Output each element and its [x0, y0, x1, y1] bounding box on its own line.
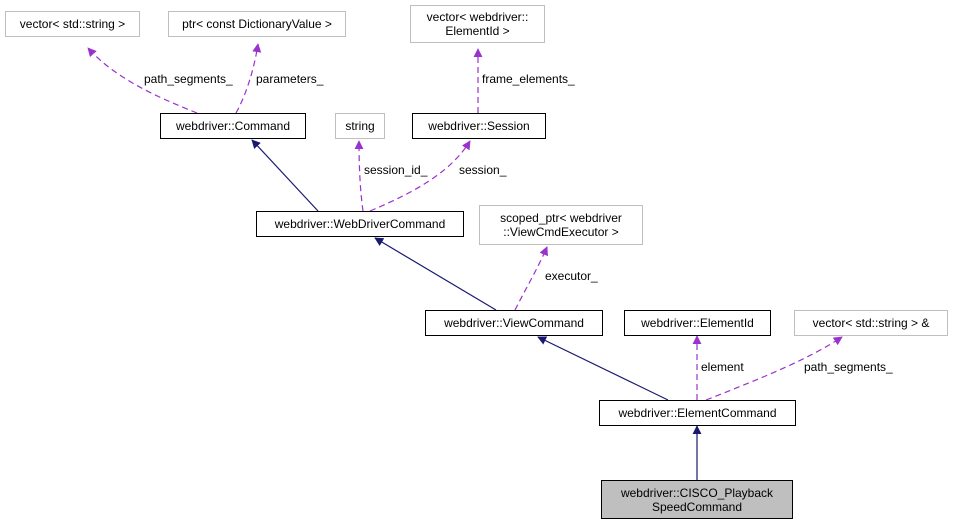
- node-elementid[interactable]: webdriver::ElementId: [624, 310, 771, 336]
- edge-path-segments-to-elementcommand: [705, 336, 843, 401]
- node-ptr-dictionary-value: ptr< const DictionaryValue >: [168, 11, 346, 37]
- edge-label-session-id: session_id_: [364, 163, 428, 177]
- node-scoped-ptr-viewcmdexecutor: scoped_ptr< webdriver ::ViewCmdExecutor …: [479, 205, 643, 245]
- node-webdrivercommand[interactable]: webdriver::WebDriverCommand: [256, 211, 464, 237]
- edge-session-id-to-webdrivercommand: [354, 140, 364, 212]
- edge-viewcommand-inherits-webdrivercommand: [374, 237, 497, 311]
- edge-label-executor: executor_: [545, 269, 598, 283]
- node-session[interactable]: webdriver::Session: [412, 113, 546, 139]
- edge-label-element: element: [701, 360, 744, 374]
- edge-webdrivercommand-inherits-command: [251, 139, 319, 212]
- node-viewcommand[interactable]: webdriver::ViewCommand: [425, 310, 603, 336]
- edge-path-segments-to-command: [87, 47, 198, 114]
- edge-elementcommand-inherits-viewcommand: [537, 336, 669, 401]
- node-vector-elementid: vector< webdriver:: ElementId >: [410, 5, 545, 43]
- node-elementcommand[interactable]: webdriver::ElementCommand: [599, 400, 796, 426]
- node-command[interactable]: webdriver::Command: [160, 113, 306, 139]
- node-cisco-playback-speed-command: webdriver::CISCO_Playback SpeedCommand: [601, 480, 793, 519]
- edge-label-session: session_: [459, 163, 507, 177]
- edge-label-frame-elements: frame_elements_: [482, 72, 575, 86]
- edge-session-to-webdrivercommand: [369, 140, 471, 212]
- node-vector-string: vector< std::string >: [5, 11, 140, 37]
- edge-parameters-to-command: [235, 43, 262, 114]
- node-vector-string-ref: vector< std::string > &: [794, 310, 948, 336]
- edge-executor-to-viewcommand: [514, 246, 548, 311]
- edge-label-path-segments-bottom: path_segments_: [804, 360, 893, 374]
- edge-label-path-segments-top: path_segments_: [144, 72, 233, 86]
- node-string: string: [335, 113, 385, 139]
- edge-label-parameters: parameters_: [256, 72, 324, 86]
